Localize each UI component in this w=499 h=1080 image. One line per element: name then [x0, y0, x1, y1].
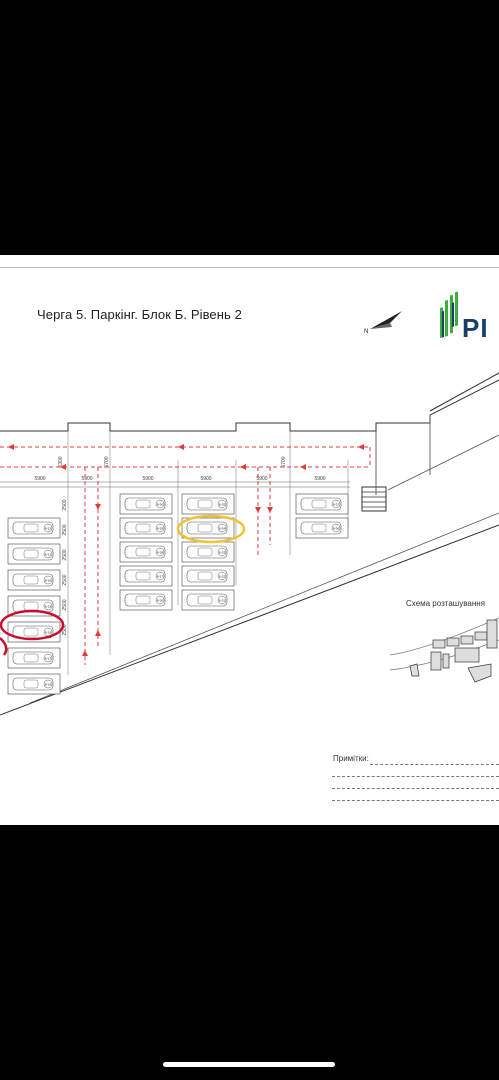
home-indicator: [163, 1062, 335, 1067]
spot-number: Б-18: [45, 631, 52, 635]
stair-icon: [361, 486, 387, 512]
parking-spot-mid: Б-29: [119, 517, 173, 539]
parking-spot-right: Б-35: [181, 493, 235, 515]
building-outline: [0, 379, 499, 432]
spot-number: Б-35: [219, 503, 226, 507]
parking-spot-right: Б-31: [181, 589, 235, 611]
parking-spot-mid: Б-26: [119, 589, 173, 611]
spot-number: Б-32: [219, 575, 226, 579]
note-line: [332, 776, 499, 777]
dimension-label: 2500: [62, 549, 68, 560]
spot-number: Б-20: [45, 579, 52, 583]
building-outline-outer: [429, 372, 499, 412]
dimension-label: 5900: [142, 476, 153, 482]
parking-spot-left: Б-20: [7, 569, 61, 591]
spot-number: Б-33: [219, 551, 226, 555]
parking-plan: 5900 5900 5900 5900 5900 5900 6300 5700 5700 2500…: [0, 372, 499, 716]
route-arrow-icon: [267, 507, 273, 513]
parking-spot-far: Б-37: [295, 493, 349, 515]
parking-spot-right: Б-32: [181, 565, 235, 587]
parking-spot-left: Б-16: [7, 673, 61, 695]
spot-number: Б-22: [45, 527, 52, 531]
dimension-label: 5700: [281, 456, 287, 467]
dimension-label: 5700: [104, 456, 110, 467]
route-arrow-icon: [95, 630, 101, 636]
dimension-label: 5900: [81, 476, 92, 482]
spot-number: Б-21: [45, 553, 52, 557]
spot-number: Б-29: [157, 527, 164, 531]
highlight-red-oval: [0, 609, 65, 641]
parking-spot-left: Б-17: [7, 647, 61, 669]
dimension-label: 2500: [62, 499, 68, 510]
note-line: [332, 788, 499, 789]
diagonal-wall: [0, 524, 499, 716]
highlight-red-arc: [0, 637, 8, 656]
parking-spot-far: Б-36: [295, 517, 349, 539]
spot-number: Б-17: [45, 657, 52, 661]
parking-spot-mid: Б-28: [119, 541, 173, 563]
spot-number: Б-34: [219, 527, 226, 531]
dimension-label: 5900: [34, 476, 45, 482]
route-arrow-icon: [178, 444, 184, 450]
parking-spot-mid: Б-30: [119, 493, 173, 515]
north-arrow-icon: N: [364, 311, 402, 335]
dimension-label: 5900: [200, 476, 211, 482]
brand-wordmark: PI: [462, 313, 489, 343]
route-arrow-icon: [82, 650, 88, 656]
parking-spot-mid: Б-27: [119, 565, 173, 587]
dimension-label: 2500: [62, 574, 68, 585]
route-arrow-icon: [8, 444, 14, 450]
parking-spot-right: Б-33: [181, 541, 235, 563]
route-arrow-icon: [240, 464, 246, 470]
route-arrow-icon: [255, 507, 261, 513]
brand-logo-icon: [440, 291, 458, 339]
spot-number: Б-26: [157, 599, 164, 603]
ramp-wall: [387, 434, 499, 491]
spot-number: Б-16: [45, 683, 52, 687]
parking-spot-right: Б-34: [181, 517, 235, 539]
scheme-title: Схема розташування: [406, 599, 486, 608]
dimension-label: 5900: [314, 476, 325, 482]
parking-spot-left: Б-21: [7, 543, 61, 565]
dimension-label: 2500: [62, 624, 68, 635]
spot-number: Б-31: [219, 599, 226, 603]
route-arrow-icon: [300, 464, 306, 470]
notes-label: Примітки:: [333, 754, 369, 763]
route-arrow-icon: [60, 464, 66, 470]
spot-number: Б-28: [157, 551, 164, 555]
dimension-lines: [0, 481, 350, 488]
highlight-yellow-oval: [176, 514, 246, 544]
spot-number: Б-27: [157, 575, 164, 579]
dimension-label: 2500: [62, 599, 68, 610]
sheet-top-rule: [0, 267, 499, 268]
plan-title: Черга 5. Паркінг. Блок Б. Рівень 2: [37, 307, 242, 322]
route-arrow-icon: [95, 504, 101, 510]
parking-spot-left: Б-22: [7, 517, 61, 539]
location-scheme-map: [389, 617, 499, 683]
note-line: [370, 764, 499, 765]
spot-number: Б-36: [333, 527, 340, 531]
dimension-label: 5900: [256, 476, 267, 482]
dimension-label: 6300: [58, 456, 64, 467]
diagonal-wall-inner: [29, 512, 499, 704]
plan-sheet: Черга 5. Паркінг. Блок Б. Рівень 2 N PI: [0, 255, 499, 825]
spot-number: Б-37: [333, 503, 340, 507]
route-arrow-icon: [358, 444, 364, 450]
dimension-label: 2500: [62, 524, 68, 535]
note-line: [332, 800, 499, 801]
north-label: N: [364, 329, 368, 335]
spot-number: Б-19: [45, 605, 52, 609]
spot-number: Б-30: [157, 503, 164, 507]
